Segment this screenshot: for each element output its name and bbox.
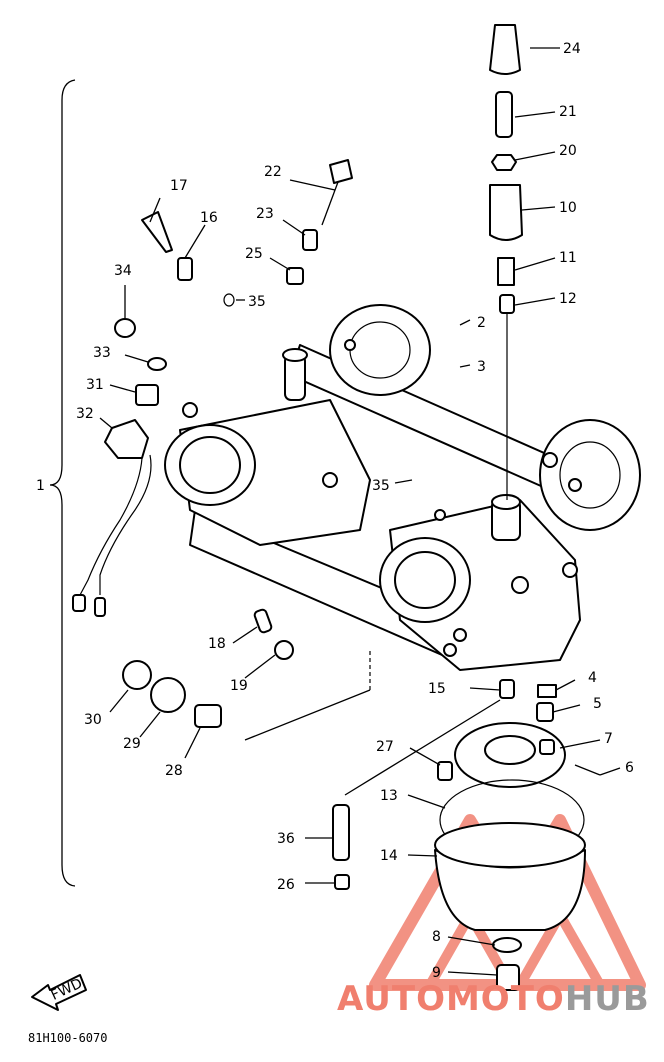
callout-25: 25 — [245, 246, 263, 262]
callout-2: 2 — [477, 315, 486, 331]
callout-18: 18 — [208, 636, 226, 652]
callout-36: 36 — [277, 831, 295, 847]
callout-34: 34 — [114, 263, 132, 279]
diagram-code: 81H100-6070 — [28, 1031, 107, 1045]
callout-31: 31 — [86, 377, 104, 393]
callout-labels: 1 2 3 4 5 6 7 8 9 10 11 12 13 14 15 16 1… — [36, 41, 634, 981]
callout-15: 15 — [428, 681, 446, 697]
callout-10: 10 — [559, 200, 577, 216]
callout-6: 6 — [625, 760, 634, 776]
watermark-brand: AUTOMOTOHUB — [337, 979, 650, 1019]
callout-1: 1 — [36, 478, 45, 494]
callout-35-upper: 35 — [248, 294, 266, 310]
leader-lines — [99, 47, 621, 976]
callout-17: 17 — [170, 178, 188, 194]
callout-8: 8 — [432, 929, 441, 945]
callout-21: 21 — [559, 104, 577, 120]
carburetor-body — [164, 304, 641, 671]
left-upper-parts — [72, 159, 353, 617]
callout-33: 33 — [93, 345, 111, 361]
callout-9: 9 — [432, 965, 441, 981]
callout-12: 12 — [559, 291, 577, 307]
callout-32: 32 — [76, 406, 94, 422]
watermark-brand-primary: AUTOMOTO — [337, 979, 565, 1019]
callout-30: 30 — [84, 712, 102, 728]
callout-23: 23 — [256, 206, 274, 222]
callout-24: 24 — [563, 41, 581, 57]
callout-7: 7 — [604, 731, 613, 747]
left-lower-parts — [122, 608, 294, 728]
callout-35-lower: 35 — [372, 478, 390, 494]
callout-29: 29 — [123, 736, 141, 752]
callout-19: 19 — [230, 678, 248, 694]
callout-20: 20 — [559, 143, 577, 159]
callout-3: 3 — [477, 359, 486, 375]
callout-5: 5 — [593, 696, 602, 712]
watermark-brand-secondary: HUB — [565, 979, 650, 1019]
callout-26: 26 — [277, 877, 295, 893]
callout-22: 22 — [264, 164, 282, 180]
callout-13: 13 — [380, 788, 398, 804]
top-right-parts — [489, 24, 523, 500]
forward-arrow: FWD — [31, 974, 87, 1011]
callout-28: 28 — [165, 763, 183, 779]
callout-14: 14 — [380, 848, 398, 864]
callout-16: 16 — [200, 210, 218, 226]
callout-4: 4 — [588, 670, 597, 686]
callout-27: 27 — [376, 739, 394, 755]
float-chamber-parts — [332, 679, 601, 991]
callout-11: 11 — [559, 250, 577, 266]
assembly-brace — [49, 79, 76, 887]
